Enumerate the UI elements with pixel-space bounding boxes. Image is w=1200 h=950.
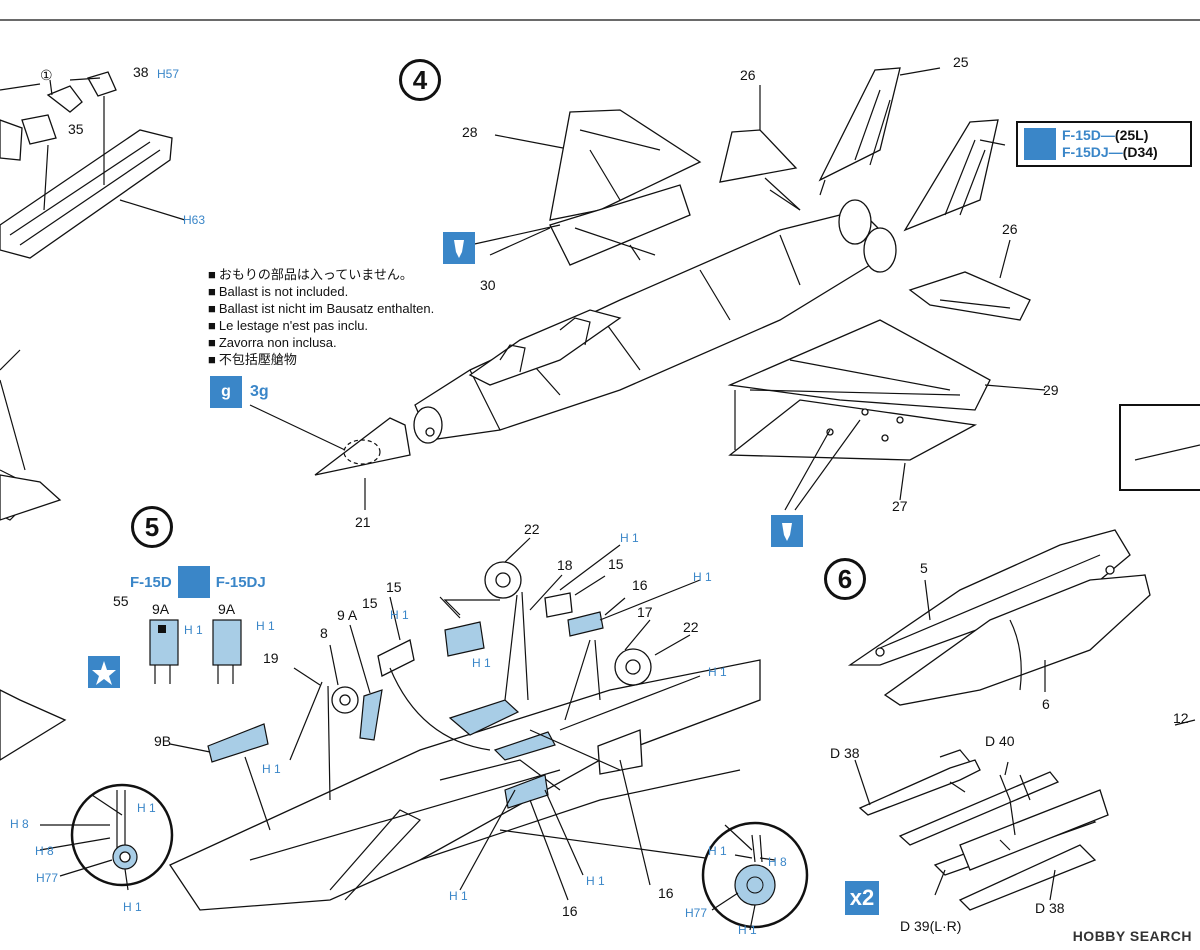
swap-arrows-icon [1024, 128, 1056, 160]
label-h8b: H 8 [35, 844, 54, 858]
part-9a-left [149, 619, 179, 684]
label-part-9a1: 9A [152, 601, 170, 617]
label-part-1: ① [40, 67, 53, 83]
nose-gear-detail-circle [39, 783, 174, 891]
star-decal-icon [88, 656, 120, 688]
ballast-weight: g 3g [210, 376, 269, 408]
variant-row-1: F-15D—(25L) [1062, 127, 1149, 143]
label-part-22a: 22 [524, 521, 540, 537]
label-part-29: 29 [1043, 382, 1059, 398]
label-part-6: 6 [1042, 696, 1050, 712]
label-part-15c: 15 [362, 595, 378, 611]
label-h1l: H 1 [586, 874, 605, 888]
label-h1a: H 1 [620, 531, 639, 545]
label-part-27: 27 [892, 498, 908, 514]
label-part-25: 25 [953, 54, 969, 70]
label-h8a: H 8 [10, 817, 29, 831]
label-h77b: H77 [685, 906, 707, 920]
label-h1d: H 1 [184, 623, 203, 637]
label-h77a: H77 [36, 871, 58, 885]
label-part-30: 30 [480, 277, 496, 293]
variant-row-2: F-15DJ—(D34) [1062, 144, 1158, 160]
note-chinese: 不包括壓艙物 [208, 351, 434, 368]
label-part-9a3: 9 A [337, 607, 358, 623]
label-part-16b: 16 [658, 885, 674, 901]
main-gear-detail-circle [701, 821, 809, 931]
note-french: Le lestage n'est pas inclu. [208, 317, 434, 334]
label-h8c: H 8 [768, 855, 787, 869]
label-h1e: H 1 [256, 619, 275, 633]
label-h1g: H 1 [708, 665, 727, 679]
cockpit-tub-assembly [0, 71, 186, 761]
label-part-17: 17 [637, 604, 653, 620]
weight-icon: g [210, 376, 242, 408]
note-japanese: おもりの部品は入っていません。 [208, 266, 434, 283]
label-h1b: H 1 [693, 570, 712, 584]
step-number-6: 6 [824, 558, 866, 600]
label-part-12: 12 [1173, 710, 1189, 726]
label-part-15b: 15 [608, 556, 624, 572]
label-d38b: D 38 [1035, 900, 1065, 916]
note-german: Ballast ist nicht im Bausatz enthalten. [208, 300, 434, 317]
label-part-9a2: 9A [218, 601, 236, 617]
ballast-value: 3g [250, 383, 269, 400]
label-part-21: 21 [355, 514, 371, 530]
pin-icon-2 [771, 515, 803, 547]
label-h1k: H 1 [708, 844, 727, 858]
label-part-18: 18 [557, 557, 573, 573]
ballast-notes: おもりの部品は入っていません。 Ballast is not included.… [208, 266, 434, 368]
label-part-8: 8 [320, 625, 328, 641]
note-italian: Zavorra non inclusa. [208, 334, 434, 351]
label-part-26a: 26 [740, 67, 756, 83]
label-part-16a: 16 [632, 577, 648, 593]
label-h1h: H 1 [262, 762, 281, 776]
label-h57: H57 [157, 67, 179, 81]
label-part-26b: 26 [1002, 221, 1018, 237]
label-part-55: 55 [113, 593, 129, 609]
step5-variant-header: F-15D F-15DJ [130, 566, 266, 598]
part-9a-right [212, 619, 242, 684]
step4-fuselage [249, 67, 1046, 511]
watermark: HOBBY SEARCH [1072, 928, 1192, 944]
label-h1f: H 1 [472, 656, 491, 670]
inset-line [1134, 444, 1200, 461]
label-part-38: 38 [133, 64, 149, 80]
variant-right: F-15DJ [215, 573, 266, 591]
label-part-19: 19 [263, 650, 279, 666]
label-h1j: H 1 [123, 900, 142, 914]
label-h1n: H 1 [738, 923, 757, 937]
step-number-5: 5 [131, 506, 173, 548]
quantity-multiplier: x2 [845, 881, 879, 915]
label-h1m: H 1 [449, 889, 468, 903]
step6-fuel-tank [847, 529, 1196, 726]
label-part-28: 28 [462, 124, 478, 140]
step-number-4: 4 [399, 59, 441, 101]
label-part-9b: 9B [154, 733, 171, 749]
label-h1i: H 1 [137, 801, 156, 815]
label-part-22b: 22 [683, 619, 699, 635]
step5-gear-assembly [164, 537, 761, 911]
label-h63: H63 [183, 213, 205, 227]
variant-left: F-15D [130, 573, 172, 591]
label-d40: D 40 [985, 733, 1015, 749]
step6-missiles [854, 749, 1109, 911]
label-d39: D 39(L·R) [900, 918, 961, 934]
variant-selection-box: F-15D—(25L) F-15DJ—(D34) [1016, 121, 1192, 167]
label-h1c: H 1 [390, 608, 409, 622]
pin-icon [443, 232, 475, 264]
swap-arrows-icon-2 [177, 566, 210, 598]
detail-inset-box [1119, 404, 1200, 491]
label-part-15a: 15 [386, 579, 402, 595]
label-d38a: D 38 [830, 745, 860, 761]
note-english: Ballast is not included. [208, 283, 434, 300]
label-part-35: 35 [68, 121, 84, 137]
label-part-5: 5 [920, 560, 928, 576]
label-part-16c: 16 [562, 903, 578, 919]
